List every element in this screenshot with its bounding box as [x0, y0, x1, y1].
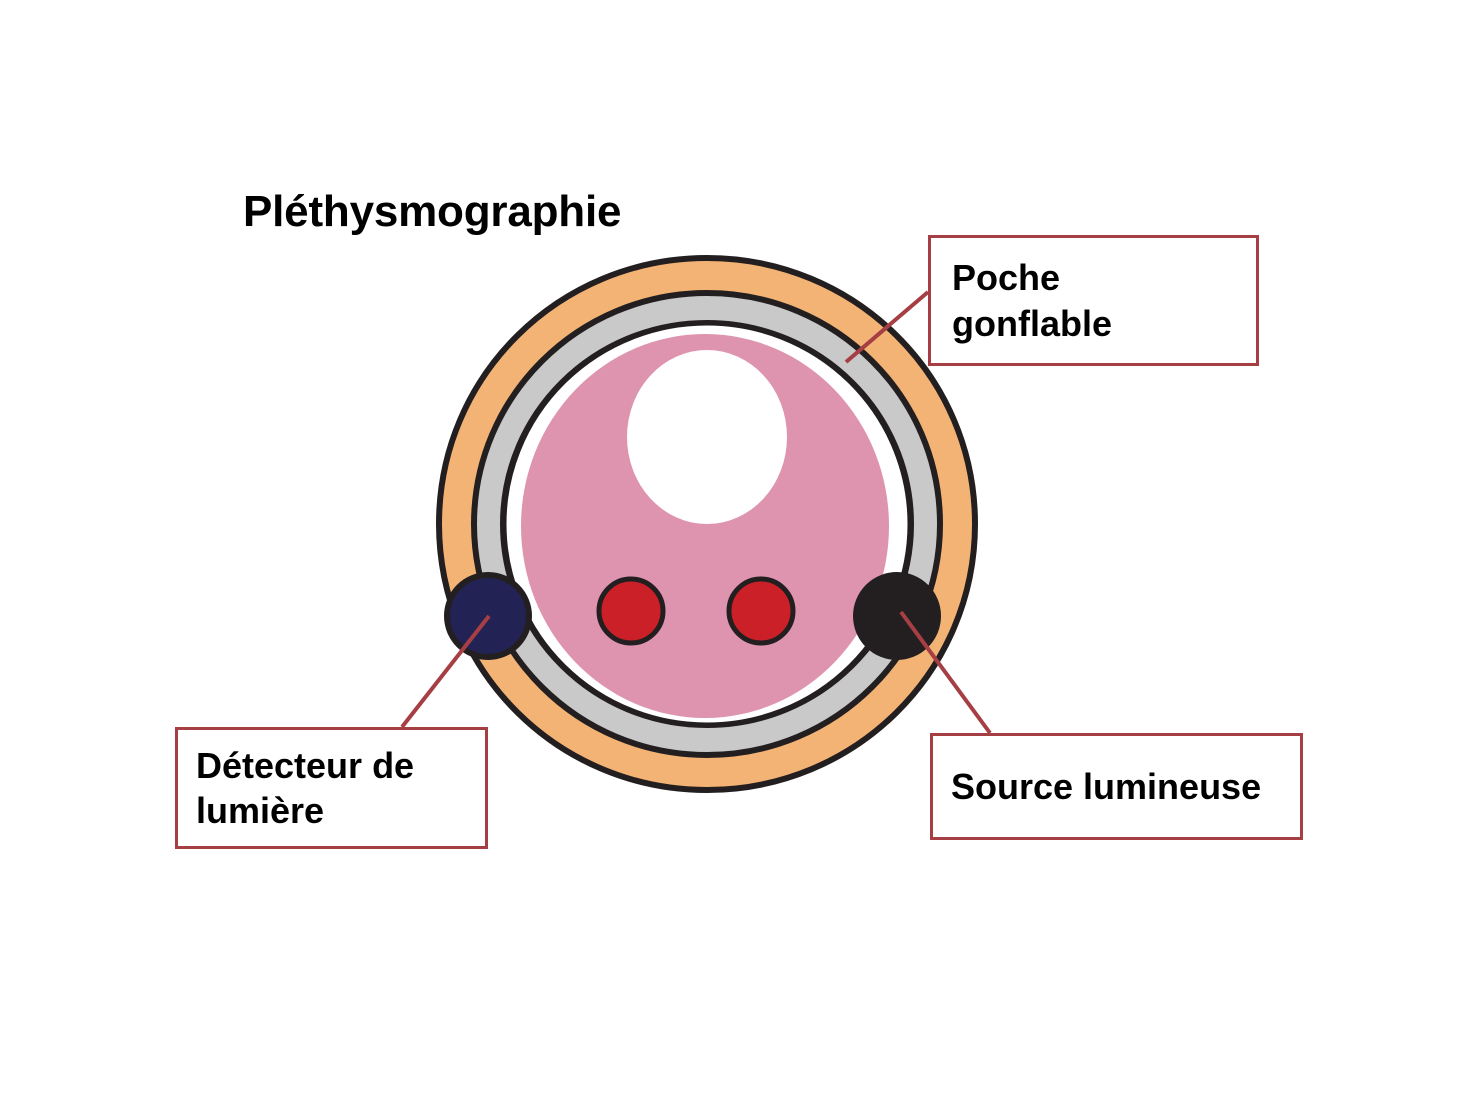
callout-detecteur-de-lumiere: Détecteur de lumière: [175, 727, 488, 849]
leader-line-poche: [844, 290, 930, 364]
leader-line-detecteur: [400, 614, 491, 729]
leader-line-source: [899, 610, 992, 735]
vessel-right-circle: [726, 576, 796, 646]
bone-ellipse: [627, 350, 787, 524]
callout-source-lumineuse: Source lumineuse: [930, 733, 1303, 840]
callout-detecteur-de-lumiere-label: Détecteur de lumière: [196, 744, 415, 831]
vessel-left-circle: [596, 576, 666, 646]
callout-source-lumineuse-label: Source lumineuse: [951, 765, 1262, 807]
callout-poche-gonflable-label: Poche gonflable: [952, 257, 1112, 344]
callout-poche-gonflable: Poche gonflable: [928, 235, 1259, 366]
page-title: Pléthysmographie: [243, 187, 622, 236]
